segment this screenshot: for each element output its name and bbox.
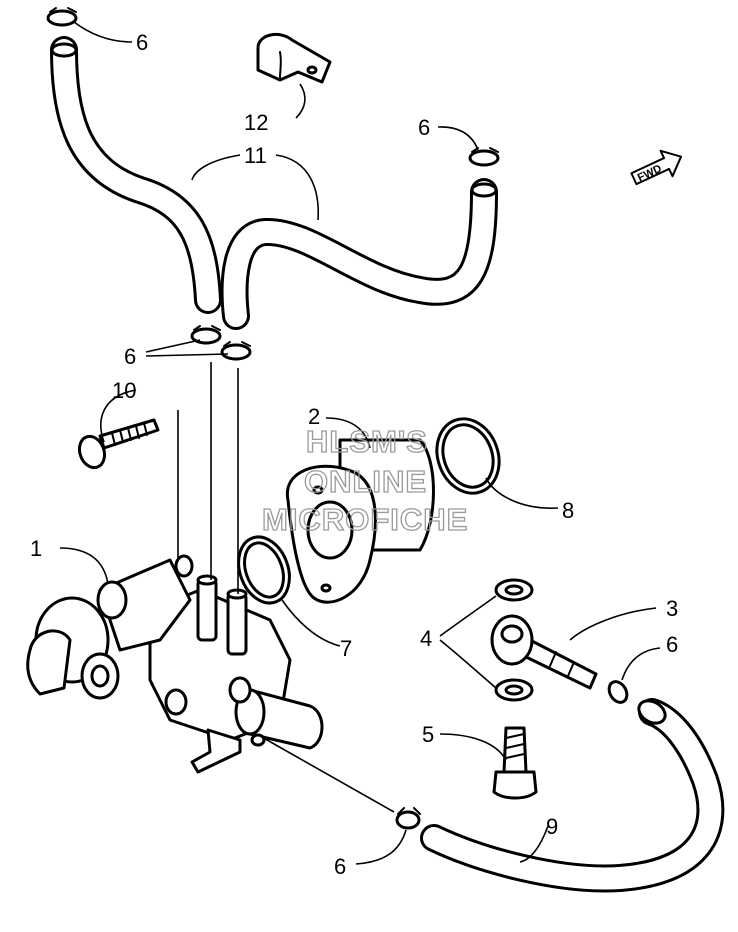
- hose-11: [50, 36, 498, 330]
- callout-4: 4: [420, 626, 432, 651]
- banjo-bolt-5: [492, 726, 538, 800]
- callout-5: 5: [422, 722, 434, 747]
- callout-2: 2: [308, 404, 320, 429]
- hose-9: [420, 698, 725, 893]
- watermark-line-1: HLSM'S: [306, 424, 428, 459]
- bolt-10: [77, 418, 160, 470]
- hose-clamp-bottom: [395, 807, 421, 830]
- callout-6-bottom: 6: [334, 854, 346, 879]
- hose-clamp-top-right: [468, 147, 500, 167]
- o-ring-8: [435, 417, 501, 495]
- forward-arrow-label: FWD: [636, 163, 664, 184]
- callout-9: 9: [546, 814, 558, 839]
- callout-8: 8: [562, 498, 574, 523]
- o-ring-7: [237, 535, 291, 605]
- callout-10: 10: [112, 378, 136, 403]
- callout-12: 12: [244, 110, 268, 135]
- callout-6-mid: 6: [124, 344, 136, 369]
- forward-arrow-icon: FWD: [630, 149, 683, 186]
- washer-4-bottom: [494, 678, 534, 702]
- watermark-line-2: ONLINE: [304, 464, 427, 499]
- leader-lines: [59, 21, 661, 865]
- watermark-line-3: MICROFICHE: [262, 502, 468, 537]
- callout-3: 3: [666, 596, 678, 621]
- callout-1: 1: [30, 536, 42, 561]
- callout-7: 7: [340, 636, 352, 661]
- callout-6-top-left: 6: [136, 30, 148, 55]
- watermark: HLSM'S ONLINE MICROFICHE: [261, 423, 468, 537]
- washer-4-top: [494, 578, 534, 602]
- hose-clamp-right: [607, 680, 629, 704]
- hose-clamp-top-left: [46, 7, 78, 27]
- clamp-12: [256, 32, 332, 84]
- banjo-fitting-3: [490, 614, 598, 690]
- callout-11: 11: [244, 143, 267, 168]
- callout-6-top-right: 6: [418, 115, 430, 140]
- cover-2: [285, 438, 435, 604]
- oil-pump-assembly-1: [26, 554, 324, 774]
- callout-6-right: 6: [666, 632, 678, 657]
- hose-clamp-mid-2: [220, 341, 252, 361]
